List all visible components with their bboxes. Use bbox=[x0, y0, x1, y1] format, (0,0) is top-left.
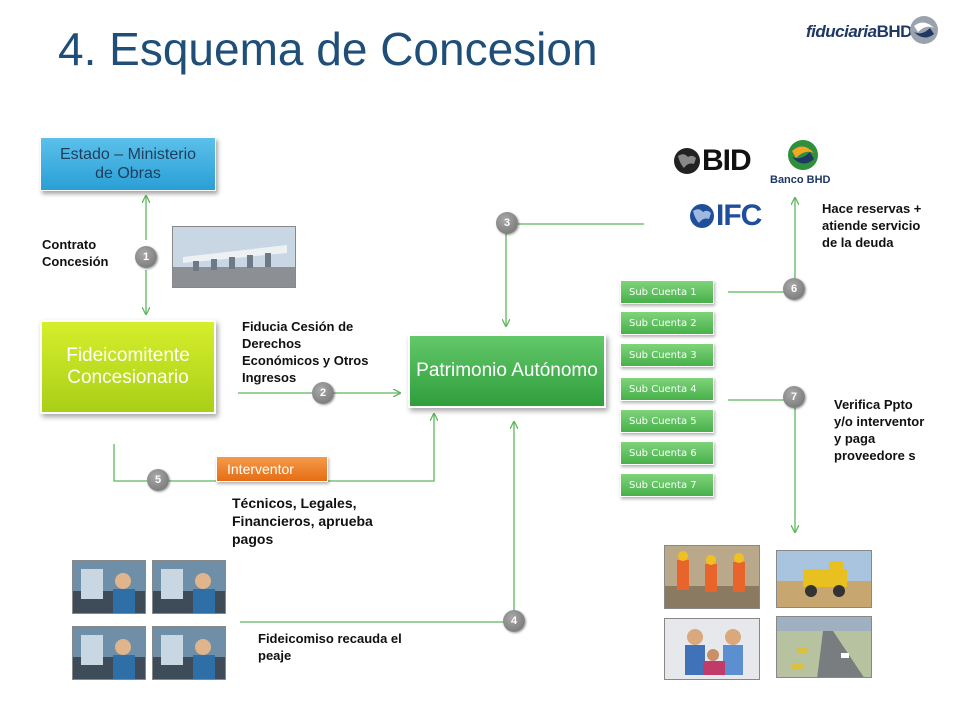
step-6-badge: 6 bbox=[783, 278, 805, 300]
sub-cuenta-1: Sub Cuenta 1 bbox=[620, 280, 714, 304]
fideicomitente-box: Fideicomitente Concesionario bbox=[40, 320, 216, 414]
ifc-logo: IFC bbox=[688, 199, 762, 233]
sub-cuenta-5: Sub Cuenta 5 bbox=[620, 409, 714, 433]
photo-toll-booth-4 bbox=[152, 626, 226, 680]
step-4-badge: 4 bbox=[503, 610, 525, 632]
fiduciaria-logo: fiduciariaBHD bbox=[806, 22, 912, 42]
label-reservas: Hace reservas + atiende servicio de la d… bbox=[822, 201, 922, 250]
banco-bhd-icon bbox=[788, 140, 818, 170]
bid-logo: BID bbox=[672, 144, 752, 178]
ifc-globe-icon bbox=[690, 204, 714, 228]
step-2-badge: 2 bbox=[312, 382, 334, 404]
sub-cuenta-6: Sub Cuenta 6 bbox=[620, 441, 714, 465]
arrow-pagos bbox=[728, 399, 795, 532]
label-verifica: Verifica Ppto y/o interventor y paga pro… bbox=[834, 397, 925, 463]
interventor-box: Interventor bbox=[216, 456, 328, 482]
step-1-badge: 1 bbox=[135, 246, 157, 268]
fiduciaria-swirl-icon bbox=[910, 16, 938, 44]
photo-road-workers bbox=[664, 545, 760, 609]
ifc-text: IFC bbox=[716, 199, 762, 232]
sub-cuenta-4: Sub Cuenta 4 bbox=[620, 377, 714, 401]
label-fideicomiso: Fideicomiso recauda el peaje bbox=[258, 631, 402, 663]
photo-road-grader bbox=[776, 550, 872, 608]
photo-office-team bbox=[664, 618, 760, 680]
patrimonio-autonomo-box: Patrimonio Autónomo bbox=[408, 334, 606, 408]
step-5-badge: 5 bbox=[147, 469, 169, 491]
sub-cuenta-7: Sub Cuenta 7 bbox=[620, 473, 714, 497]
label-tecnicos: Técnicos, Legales, Financieros, aprueba … bbox=[232, 495, 373, 547]
label-fiducia: Fiducia Cesión de Derechos Económicos y … bbox=[242, 319, 369, 385]
photo-toll-booth-3 bbox=[72, 626, 146, 680]
estado-ministerio-box: Estado – Ministerio de Obras bbox=[40, 137, 216, 191]
step-7-badge: 7 bbox=[783, 386, 805, 408]
photo-toll-plaza bbox=[172, 226, 296, 288]
page-title: 4. Esquema de Concesion bbox=[58, 23, 598, 75]
sub-cuenta-3: Sub Cuenta 3 bbox=[620, 343, 714, 367]
step-3-badge: 3 bbox=[496, 212, 518, 234]
photo-toll-booth-1 bbox=[72, 560, 146, 614]
label-contrato: Contrato Concesión bbox=[42, 237, 109, 269]
photo-highway-construction bbox=[776, 616, 872, 678]
bid-globe-icon bbox=[674, 148, 700, 174]
bid-text: BID bbox=[702, 144, 752, 177]
logo-text-main: fiduciaria bbox=[806, 22, 877, 41]
banco-bhd-text: Banco BHD bbox=[770, 174, 831, 186]
sub-cuenta-2: Sub Cuenta 2 bbox=[620, 311, 714, 335]
photo-toll-booth-2 bbox=[152, 560, 226, 614]
logo-text-brand: BHD bbox=[876, 22, 913, 41]
